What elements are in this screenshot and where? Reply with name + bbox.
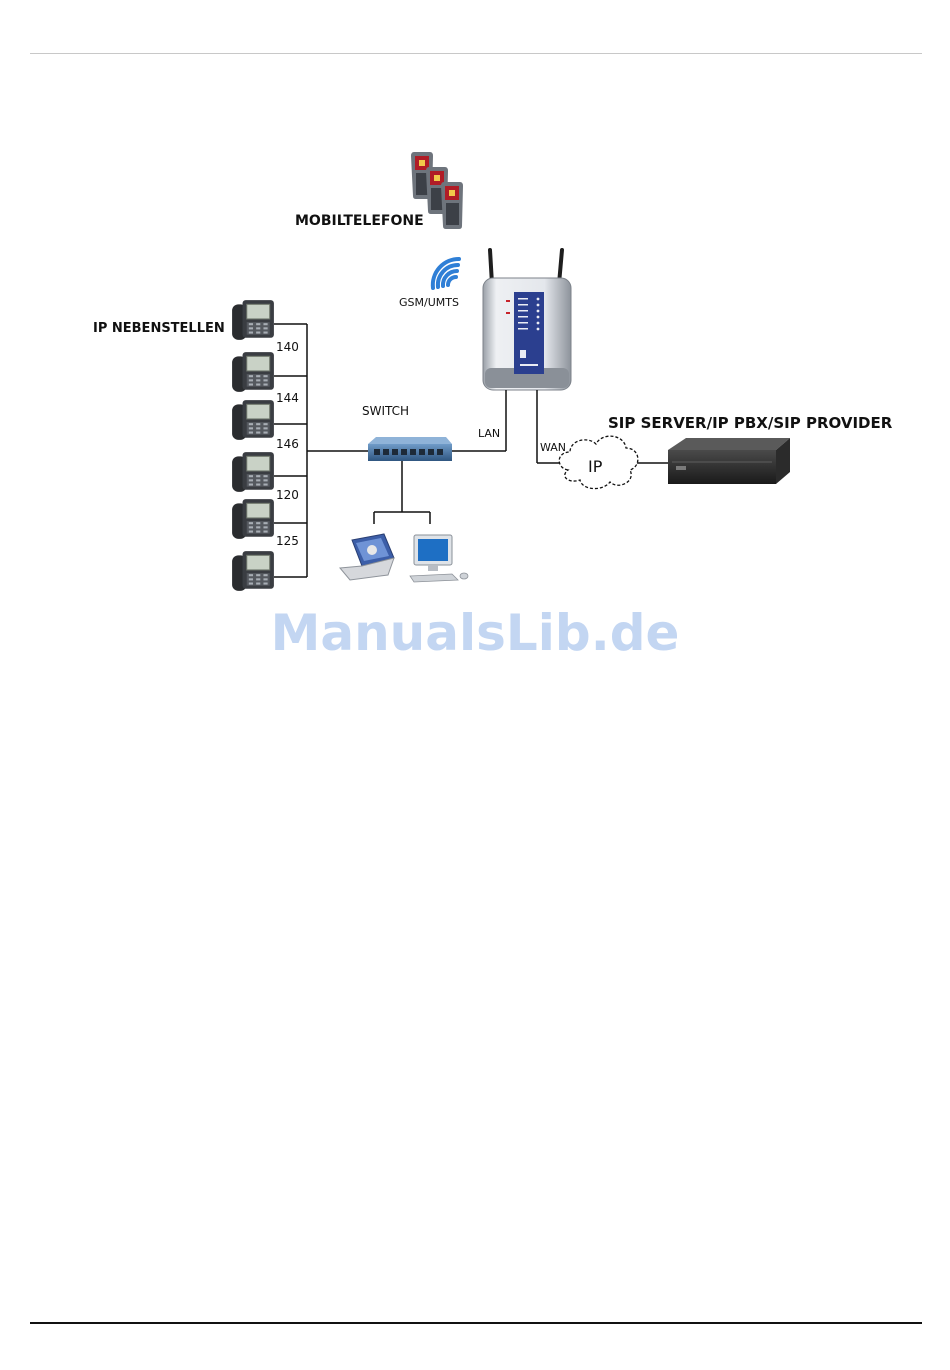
extension-number: 120 (276, 488, 299, 502)
extension-number: 140 (276, 340, 299, 354)
sip-server-device (668, 438, 790, 484)
lan-label: LAN (478, 427, 500, 440)
ip-extensions-label: IP NEBENSTELLEN (93, 321, 225, 336)
extension-number: 144 (276, 391, 299, 405)
ip-phone-icon (232, 400, 274, 440)
wireless-signal-icon (433, 259, 459, 288)
ip-cloud-label: IP (588, 457, 603, 476)
ip-phone-icon (232, 551, 274, 591)
mobile-phones-label: MOBILTELEFONE (295, 213, 424, 229)
bottom-rule (30, 1322, 922, 1324)
lan-connection (452, 390, 506, 451)
gateway-device (483, 250, 571, 390)
gsm-umts-label: GSM/UMTS (399, 296, 459, 309)
laptop-icon (340, 534, 394, 580)
switch-label: SWITCH (362, 404, 409, 418)
watermark: ManualsLib.de (271, 604, 680, 662)
switch-computer-lines (374, 461, 430, 524)
extension-number: 146 (276, 437, 299, 451)
ip-phone-icon (232, 352, 274, 392)
ip-phone-icon (232, 300, 274, 340)
desktop-computer-icon (410, 535, 468, 582)
extension-number: 125 (276, 534, 299, 548)
switch-device (368, 437, 452, 461)
ip-phones (232, 300, 274, 591)
sip-server-label: SIP SERVER/IP PBX/SIP PROVIDER (608, 414, 893, 432)
wan-label: WAN (540, 441, 566, 454)
ip-phone-icon (232, 452, 274, 492)
ip-phone-icon (232, 499, 274, 539)
